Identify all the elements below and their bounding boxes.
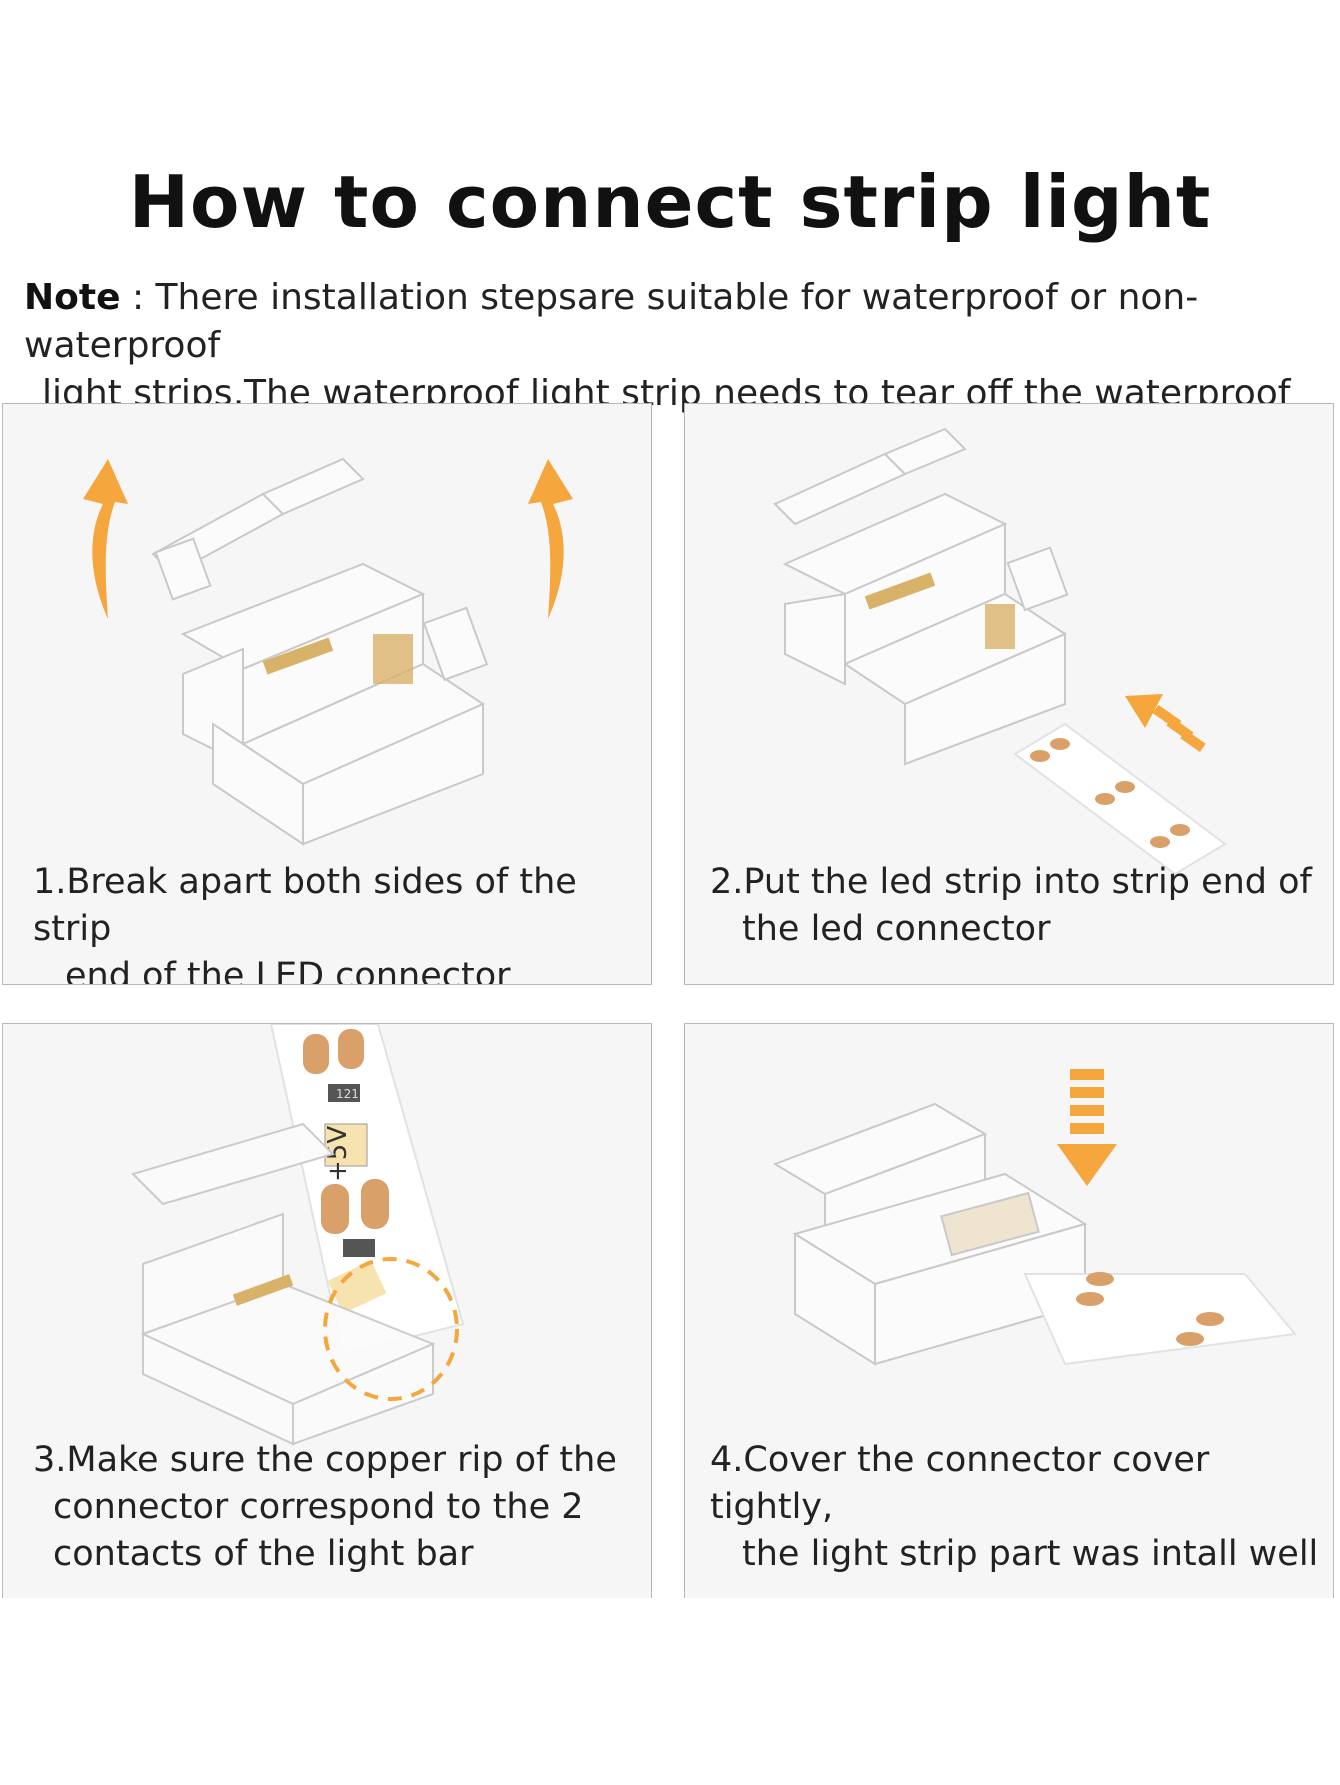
led-strip-icon <box>1023 1273 1297 1366</box>
step-2-caption: 2.Put the led strip into strip end of th… <box>710 862 1312 949</box>
step-3-caption: 3.Make sure the copper rip of the connec… <box>33 1440 617 1574</box>
open-connector-icon <box>151 457 489 846</box>
led-strip-icon <box>1013 722 1227 876</box>
step-3-illustration: 121 +5V <box>131 1024 465 1446</box>
open-connector-icon <box>131 1122 436 1446</box>
note-line-1: : There installation stepsare suitable f… <box>24 277 1199 366</box>
step-4-panel: 4.Cover the connector cover tightly, the… <box>684 1023 1334 1598</box>
step-1-panel: 1.Break apart both sides of the strip en… <box>2 403 652 985</box>
highlight-circle-icon <box>323 1257 459 1401</box>
down-arrow-icon <box>1057 1069 1117 1186</box>
resistor-label: 121 <box>336 1087 359 1101</box>
step-1-illustration <box>83 457 573 846</box>
step-2-panel: 2.Put the led strip into strip end of th… <box>684 403 1334 985</box>
left-up-arrow-icon <box>83 459 128 619</box>
closed-connector-icon <box>772 1102 1088 1366</box>
step-4-illustration <box>772 1069 1297 1366</box>
page-title: How to connect strip light <box>128 160 1212 244</box>
right-up-arrow-icon <box>528 459 573 619</box>
step-2-illustration <box>773 427 1227 876</box>
step-4-caption: 4.Cover the connector cover tightly, the… <box>710 1440 1319 1574</box>
step-1-caption: 1.Break apart both sides of the strip en… <box>33 862 577 985</box>
open-connector-icon <box>773 427 1069 766</box>
note-label: Note <box>24 277 121 318</box>
step-3-panel: 121 +5V 3.Make sure the copper rip of th… <box>2 1023 652 1598</box>
insert-arrow-icon <box>1125 694 1206 752</box>
